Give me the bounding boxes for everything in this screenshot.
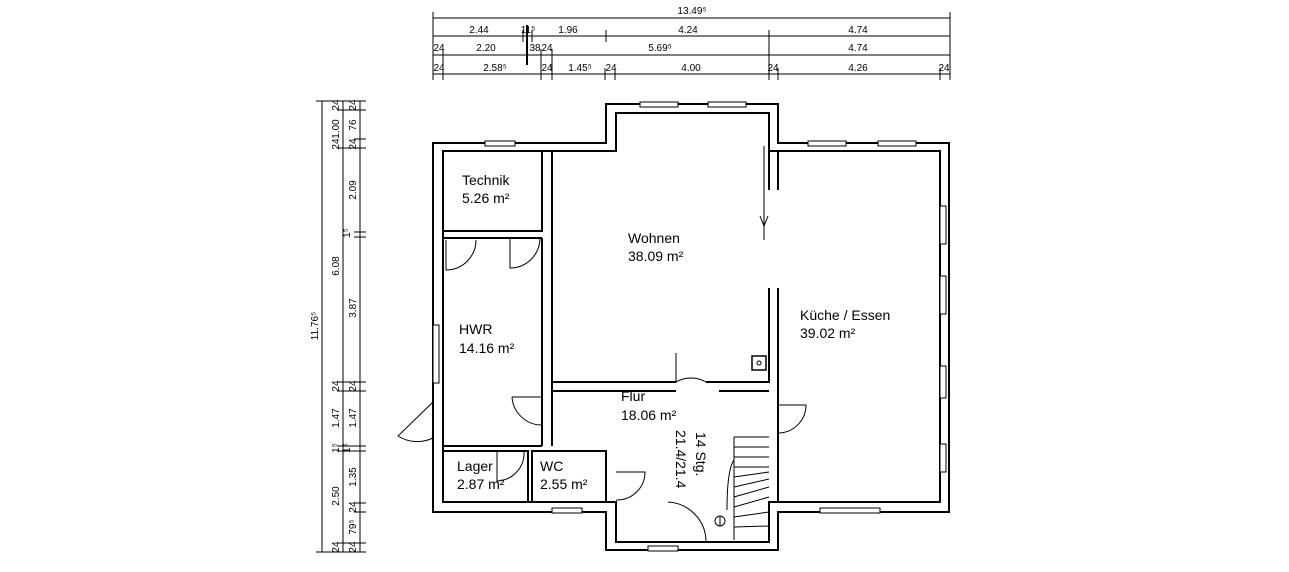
room-technik-area: 5.26 m² <box>462 190 510 206</box>
dim-overall-width: 13.49⁵ <box>677 6 706 17</box>
room-technik-name: Technik <box>462 172 510 188</box>
outer-wall-outline <box>432 103 950 551</box>
room-wc-area: 2.55 m² <box>540 476 588 492</box>
lager-walls <box>442 450 529 503</box>
room-wohnen-area: 38.09 m² <box>628 248 684 264</box>
window-kueche-east-2 <box>939 275 947 315</box>
window-kueche-south <box>819 507 881 514</box>
dim-row3-d: 1.45⁵ <box>568 63 592 74</box>
dim-col2-j: 1.35 <box>348 467 359 487</box>
window-kueche-east-4 <box>939 443 947 473</box>
dim-col2-a: 24 <box>348 99 359 111</box>
dim-row1-a: 2.44 <box>469 25 489 36</box>
window-kueche-east-1 <box>939 205 947 245</box>
stairs-step-count: 14 Stg. <box>693 432 709 476</box>
technik-walls <box>442 150 543 232</box>
dim-row2-b: 2.20 <box>476 43 496 54</box>
door-wohnen <box>675 353 707 383</box>
door-kueche <box>777 404 807 434</box>
dim-row2-c: 38 <box>529 43 541 54</box>
room-lager-name: Lager <box>457 458 493 474</box>
window-kueche-east-3 <box>939 365 947 399</box>
wc-walls <box>531 450 607 503</box>
dim-row2-e: 5.69⁵ <box>648 43 672 54</box>
door-lager <box>496 450 525 482</box>
room-wohnen-name: Wohnen <box>628 230 680 246</box>
dim-col2-g: 24 <box>348 380 359 392</box>
dim-row2-d: 24 <box>541 43 553 54</box>
room-wc-name: WC <box>540 458 563 474</box>
dim-row3-f: 4.00 <box>681 63 701 74</box>
dim-overall-height: 11.76⁵ <box>310 312 321 340</box>
room-kueche-name: Küche / Essen <box>800 307 890 323</box>
dim-col1-h: 2.50 <box>331 486 342 506</box>
dim-col2-e: 1⁵ <box>342 228 353 238</box>
sliding-door-wohnen <box>759 146 769 240</box>
dim-col1-f: 1.47 <box>331 408 342 428</box>
stairs-rise-ratio: 21.4/21.4 <box>673 430 689 489</box>
left-dimension-chains: 11.76⁵ 24 1.00 24 6.08 24 1.47 1⁵ 2.50 2… <box>310 99 366 553</box>
dim-col1-e: 24 <box>331 380 342 392</box>
window-kueche-1 <box>807 140 847 147</box>
window-wc <box>551 507 583 514</box>
wohnen-walls <box>552 150 770 383</box>
room-hwr-area: 14.16 m² <box>459 340 515 356</box>
door-hwr-entrance <box>397 401 434 443</box>
chimney <box>751 355 767 371</box>
room-hwr-name: HWR <box>459 321 492 337</box>
room-labels: Technik 5.26 m² Wohnen 38.09 m² Küche / … <box>457 172 890 492</box>
door-main-entrance <box>667 501 707 543</box>
dim-col1-c: 24 <box>331 138 342 150</box>
dim-col2-k: 24 <box>348 501 359 513</box>
door-wc <box>615 471 646 501</box>
doors <box>397 146 807 543</box>
top-dimension-chains: 13.49⁵ 2.44 11⁵ 1.96 4.24 4.74 24 2.20 3… <box>432 6 951 80</box>
door-flur-hwr <box>511 396 543 426</box>
dim-col1-d: 6.08 <box>331 256 342 276</box>
dim-row3-g: 24 <box>767 63 779 74</box>
room-flur-area: 18.06 m² <box>621 407 677 423</box>
windows <box>432 101 947 552</box>
window-hwr-west <box>432 324 440 384</box>
dim-row3-h: 4.26 <box>848 63 868 74</box>
walls <box>432 103 950 551</box>
inner-wall-outline <box>442 112 941 543</box>
dim-row1-e: 4.74 <box>848 25 868 36</box>
staircase <box>714 355 770 540</box>
dim-row3-e: 24 <box>605 63 617 74</box>
window-technik <box>484 140 516 147</box>
dim-col2-c: 24 <box>348 138 359 150</box>
window-kueche-2 <box>877 140 917 147</box>
dim-col2-i: 1⁵ <box>342 443 353 453</box>
dim-row1-d: 4.24 <box>678 25 698 36</box>
window-flur-south <box>647 545 679 552</box>
dim-row1-c: 1.96 <box>558 25 578 36</box>
dim-col1-a: 24 <box>331 99 342 111</box>
room-kueche-area: 39.02 m² <box>800 325 856 341</box>
dim-col2-l: 79⁵ <box>348 519 359 534</box>
dim-row2-a: 24 <box>433 43 445 54</box>
dim-col2-b: 76 <box>348 119 359 131</box>
dim-col1-b: 1.00 <box>331 119 342 139</box>
door-hwr-north <box>445 239 477 271</box>
dim-col2-f: 3.87 <box>348 298 359 318</box>
room-flur-name: Flur <box>621 388 645 404</box>
dim-row2-f: 4.74 <box>848 43 868 54</box>
dim-col1-i: 24 <box>331 541 342 553</box>
dim-col2-d: 2.09 <box>348 180 359 200</box>
dim-col2-m: 24 <box>348 541 359 553</box>
window-wohnen-2 <box>707 101 747 108</box>
window-wohnen-1 <box>639 101 679 108</box>
dim-col1-g: 1⁵ <box>331 443 342 453</box>
dim-row1-b: 11⁵ <box>521 25 536 36</box>
dim-row3-c: 24 <box>541 63 553 74</box>
dim-row3-a: 24 <box>433 63 445 74</box>
dim-row3-b: 2.58⁵ <box>483 63 507 74</box>
dim-col2-h: 1.47 <box>348 408 359 428</box>
dim-row3-i: 24 <box>938 63 950 74</box>
door-technik <box>509 237 541 269</box>
room-lager-area: 2.87 m² <box>457 476 505 492</box>
